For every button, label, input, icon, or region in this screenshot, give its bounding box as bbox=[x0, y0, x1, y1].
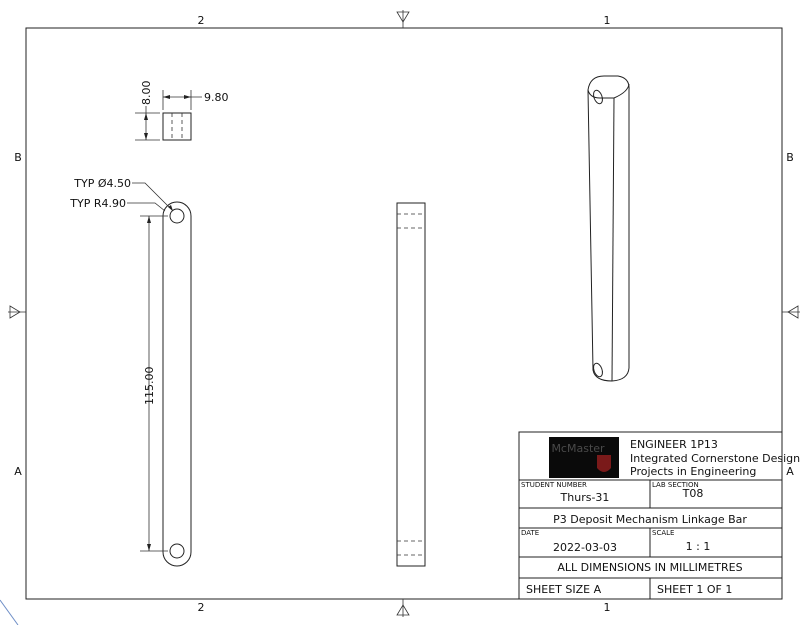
isometric-view bbox=[587, 75, 630, 382]
centering-mark-bottom bbox=[396, 599, 410, 617]
front-view bbox=[127, 182, 192, 567]
student-number-label: STUDENT NUMBER bbox=[521, 481, 587, 489]
zone-left-a: A bbox=[14, 465, 22, 478]
zone-right-b: B bbox=[786, 151, 794, 164]
course-line-3: Projects in Engineering bbox=[630, 465, 756, 478]
date: 2022-03-03 bbox=[553, 541, 617, 554]
centering-mark-top bbox=[396, 10, 410, 28]
zone-right-a: A bbox=[786, 465, 794, 478]
hole-bottom bbox=[169, 543, 185, 559]
radius-note: TYP R4.90 bbox=[69, 197, 126, 210]
logo-text: McMaster bbox=[551, 442, 605, 455]
zone-bottom-1: 1 bbox=[604, 601, 611, 614]
sheet-border bbox=[25, 27, 783, 600]
lab-section: T08 bbox=[682, 487, 704, 500]
dim-length: 115.00 bbox=[143, 367, 156, 406]
zone-left-b: B bbox=[14, 151, 22, 164]
title-block bbox=[518, 431, 783, 600]
lab-section-label: LAB SECTION bbox=[652, 481, 699, 489]
top-view bbox=[135, 90, 202, 141]
dim-thickness: 8.00 bbox=[140, 81, 153, 106]
course-line-2: Integrated Cornerstone Design bbox=[630, 452, 800, 465]
part-title: P3 Deposit Mechanism Linkage Bar bbox=[553, 513, 747, 526]
zone-top-1: 1 bbox=[604, 14, 611, 27]
sheet-edge bbox=[0, 599, 19, 625]
zone-bottom-2: 2 bbox=[198, 601, 205, 614]
date-label: DATE bbox=[521, 529, 539, 537]
units-note: ALL DIMENSIONS IN MILLIMETRES bbox=[557, 561, 742, 574]
centering-mark-right bbox=[782, 305, 800, 319]
sheet-number: SHEET 1 OF 1 bbox=[657, 583, 732, 596]
scale-label: SCALE bbox=[652, 529, 674, 537]
student-number: Thurs-31 bbox=[560, 491, 610, 504]
mcmaster-logo: McMaster bbox=[549, 437, 619, 478]
side-view bbox=[396, 202, 426, 567]
sheet-size: SHEET SIZE A bbox=[526, 583, 602, 596]
zone-top-2: 2 bbox=[198, 14, 205, 27]
hole-note: TYP Ø4.50 bbox=[73, 177, 131, 190]
hole-top bbox=[169, 208, 185, 224]
dim-width: 9.80 bbox=[204, 91, 229, 104]
course-code: ENGINEER 1P13 bbox=[630, 438, 718, 451]
scale: 1 : 1 bbox=[686, 540, 711, 553]
centering-mark-left bbox=[8, 305, 26, 319]
